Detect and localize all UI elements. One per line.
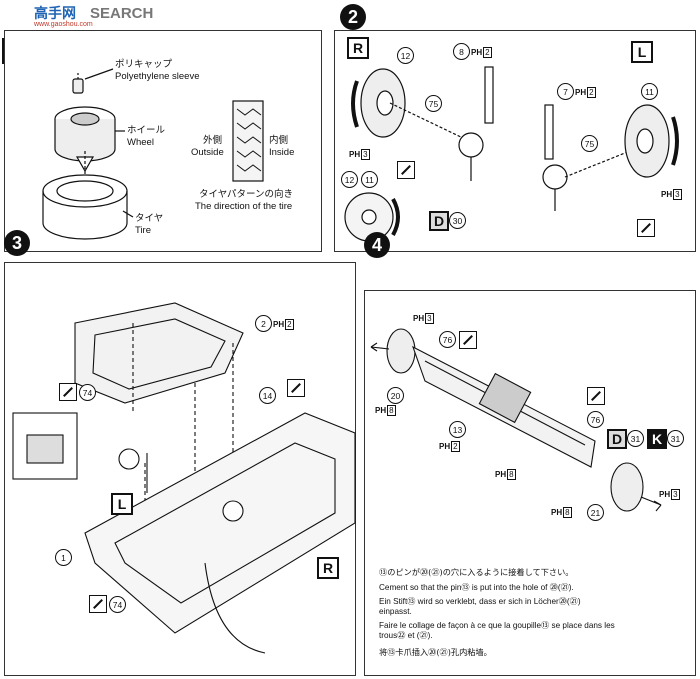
part-number: 11 (641, 83, 658, 100)
banner-text: SEARCH (90, 5, 154, 22)
wheel-label-jp: ホイール (127, 125, 166, 136)
polycap-label-jp: ポリキャップ (115, 59, 173, 70)
part-number: 2 (255, 315, 272, 332)
cement-icon (287, 379, 305, 397)
decal-tag: D (607, 429, 627, 449)
instruction-note-en: Cement so that the pin⑬ is put into the … (379, 583, 574, 592)
panel-wheel-assembly: ポリキャップ Polyethylene sleeve ホイール Wheel タイ… (4, 30, 322, 252)
part-number: 21 (587, 504, 604, 521)
part-number: 7 (557, 83, 574, 100)
step-2-badge: 2 (340, 4, 366, 30)
part-number: 12 (397, 47, 414, 64)
instruction-note-fr: trous㉒ et (㉑). (379, 631, 433, 640)
right-side-tag: R (347, 37, 369, 59)
cement-icon (89, 595, 107, 613)
instruction-note-zh: 将⑬卡爪插入⑳(㉑)孔内粘墙。 (379, 647, 492, 657)
part-number: 1 (55, 549, 72, 566)
left-side-tag: L (631, 41, 653, 63)
step-3-badge: 3 (4, 230, 30, 256)
instruction-note-de: einpasst. (379, 607, 412, 616)
front-suspension-drawing (344, 66, 679, 242)
part-number: 13 (449, 421, 466, 438)
part-number: 12 (341, 171, 358, 188)
part-number: 75 (425, 95, 442, 112)
part-number: 31 (667, 430, 684, 447)
instruction-note-fr: Faire le collage de façon à ce que la go… (379, 621, 615, 630)
cement-icon (459, 331, 477, 349)
part-number: 74 (109, 596, 126, 613)
part-number: 76 (439, 331, 456, 348)
right-side-tag: R (317, 557, 339, 579)
part-number: 31 (627, 430, 644, 447)
outside-label-en: Outside (191, 147, 224, 158)
part-number: 74 (79, 384, 96, 401)
part-number: 14 (259, 387, 276, 404)
part-number: 76 (587, 411, 604, 428)
instruction-note-jp: ⑬のピンが⑳(㉑)の穴に入るように接着して下さい。 (379, 567, 574, 577)
decal-tag: D (429, 211, 449, 231)
polycap-label-en: Polyethylene sleeve (115, 71, 200, 82)
instruction-note-de: Ein Stift⑬ wird so verklebt, dass er sic… (379, 597, 581, 606)
part-number: 8 (453, 43, 470, 60)
tire-label-jp: タイヤ (135, 213, 164, 224)
wheel-assembly-drawing (42, 68, 264, 240)
rear-axle-drawing (370, 328, 662, 512)
left-side-tag: L (111, 493, 133, 515)
inside-label-en: Inside (269, 147, 295, 158)
inside-label-jp: 内側 (269, 135, 289, 146)
site-logo: 高手网 (34, 6, 76, 22)
cement-icon (397, 161, 415, 179)
direction-label-en: The direction of the tire (195, 201, 293, 212)
tire-label-en: Tire (135, 225, 152, 236)
outside-label-jp: 外側 (203, 135, 223, 146)
site-url: www.gaoshou.com (34, 21, 93, 28)
direction-label-jp: タイヤパターンの向き (199, 189, 294, 200)
cement-icon (637, 219, 655, 237)
part-number: 75 (581, 135, 598, 152)
cement-icon (59, 383, 77, 401)
part-number: 30 (449, 212, 466, 229)
part-number: 11 (361, 171, 378, 188)
part-number: 20 (387, 387, 404, 404)
wheel-label-en: Wheel (127, 137, 154, 148)
k-tag: K (647, 429, 667, 449)
cement-icon (587, 387, 605, 405)
chassis-drawing (12, 302, 356, 654)
step-4-badge: 4 (364, 232, 390, 258)
